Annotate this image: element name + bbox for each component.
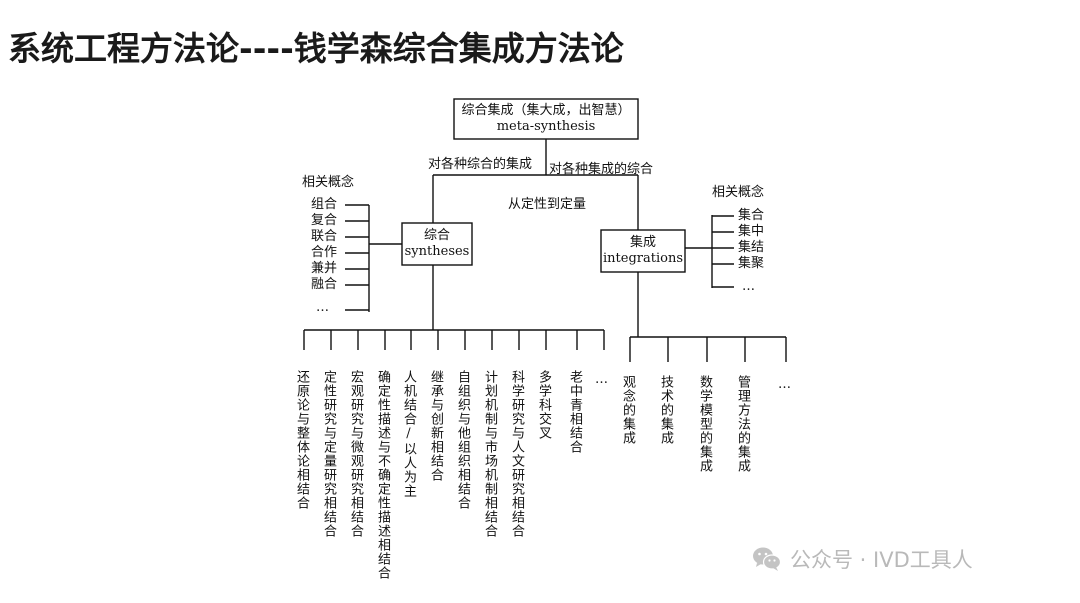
right-concept-item: 集中 — [738, 224, 765, 239]
left-concept-item: 兼并 — [311, 261, 338, 276]
left-leaf: 还原论与整体论相结合 — [294, 370, 309, 510]
left-concept-item: 联合 — [311, 229, 338, 244]
right-leaf: 观念的集成 — [620, 375, 635, 445]
watermark: 公众号 · IVD工具人 — [752, 544, 973, 574]
wechat-icon — [753, 547, 782, 571]
top-box-title: 综合集成（集大成，出智慧） — [461, 103, 631, 118]
left-leaf: … — [594, 372, 609, 388]
left-leaf: 确定性描述与不确定性描述相结合 — [375, 370, 390, 580]
left-leaf: 计划机制与市场机制相结合 — [482, 370, 497, 538]
left-leaf: 多学科交叉 — [536, 370, 551, 440]
right-box-subtitle: integrations — [603, 251, 683, 266]
right-leaf: … — [777, 377, 792, 393]
right-concept-item: 集结 — [738, 240, 765, 255]
right-concepts-heading: 相关概念 — [712, 185, 765, 200]
left-box-title: 综合 — [423, 228, 450, 243]
watermark-text: 公众号 · IVD工具人 — [790, 548, 973, 572]
right-box-title: 集成 — [629, 235, 656, 250]
right-box-label: 集成 integrations — [601, 235, 685, 267]
left-concept-item: 合作 — [311, 245, 338, 260]
right-concept-item: … — [742, 279, 755, 294]
right-leaf: 数学模型的集成 — [697, 375, 712, 473]
top-box-label: 综合集成（集大成，出智慧） meta-synthesis — [454, 103, 638, 135]
right-concept-item: 集合 — [738, 208, 765, 223]
right-concept-item: 集聚 — [738, 256, 765, 271]
right-box — [600, 229, 686, 273]
left-concept-item: … — [316, 300, 329, 315]
page-title: 系统工程方法论----钱学森综合集成方法论 — [8, 29, 624, 68]
left-leaf: 继承与创新相结合 — [428, 370, 443, 482]
right-leaf: 管理方法的集成 — [735, 375, 750, 473]
left-leaf: 宏观研究与微观研究相结合 — [348, 370, 363, 538]
left-concept-item: 复合 — [311, 213, 338, 228]
left-leaf: 人机结合/以人为主 — [401, 370, 416, 498]
left-leaf: 自组织与他组织相结合 — [455, 370, 470, 510]
left-leaf: 定性研究与定量研究相结合 — [321, 370, 336, 538]
top-box-subtitle: meta-synthesis — [496, 119, 596, 134]
left-box-subtitle: syntheses — [404, 244, 470, 259]
left-concept-item: 组合 — [311, 197, 338, 212]
left-leaf: 老中青相结合 — [567, 370, 582, 454]
left-concepts-heading: 相关概念 — [302, 175, 355, 190]
right-leaf: 技术的集成 — [658, 375, 673, 445]
left-leaf: 科学研究与人文研究相结合 — [509, 370, 524, 538]
branch-label-right: 对各种集成的综合 — [549, 162, 654, 177]
left-box-label: 综合 syntheses — [402, 228, 472, 260]
left-concept-item: 融合 — [311, 277, 338, 292]
branch-label-left: 对各种综合的集成 — [428, 157, 533, 172]
branch-label-middle: 从定性到定量 — [508, 197, 587, 212]
